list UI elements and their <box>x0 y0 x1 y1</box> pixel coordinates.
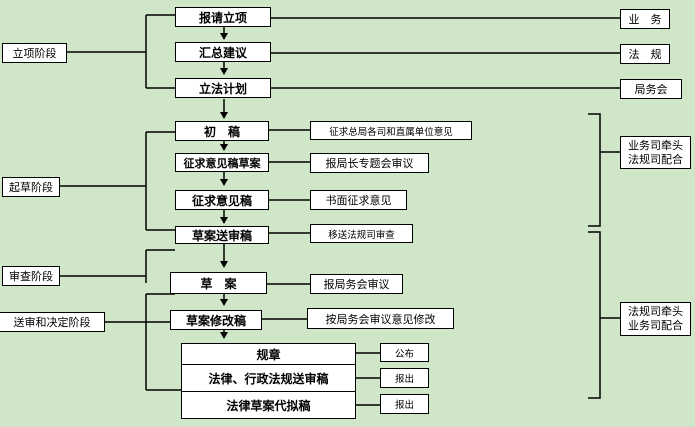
stage-project: 立项阶段 <box>2 43 67 63</box>
lead-legal-line-1: 法规司牵头 <box>628 305 683 318</box>
result-law-reg: 法律、行政法规送审稿 <box>181 365 356 392</box>
note-chief-meeting: 报局长专题会审议 <box>310 153 429 173</box>
note-written: 书面征求意见 <box>310 190 407 210</box>
lead-business-line-2: 法规司配合 <box>628 152 683 166</box>
note-report-1: 报出 <box>380 368 429 388</box>
step-consult: 征求意见稿 <box>175 190 269 210</box>
step-first-draft: 初 稿 <box>175 121 269 141</box>
side-bureau: 局务会 <box>620 79 682 99</box>
lead-legal: 法规司牵头 业务司配合 <box>620 302 691 336</box>
side-business: 业 务 <box>620 9 670 29</box>
step-summary: 汇总建议 <box>175 42 271 62</box>
lead-business-line-1: 业务司牵头 <box>628 138 683 152</box>
step-revised: 草案修改稿 <box>170 310 262 330</box>
note-solicit-all: 征求总局各司和直属单位意见 <box>310 121 472 140</box>
step-consult-draft: 征求意见稿草案 <box>175 153 269 172</box>
stage-draft: 起草阶段 <box>2 177 60 197</box>
step-draft: 草 案 <box>170 272 267 294</box>
note-bureau-review: 报局务会审议 <box>310 274 403 294</box>
result-law-proxy: 法律草案代拟稿 <box>181 392 356 419</box>
side-legal: 法 规 <box>620 44 670 64</box>
lead-legal-line-2: 业务司配合 <box>628 319 683 332</box>
stage-submit: 送审和决定阶段 <box>0 312 105 332</box>
step-apply: 报请立项 <box>175 7 271 27</box>
note-report-2: 报出 <box>380 394 429 414</box>
lead-business: 业务司牵头 法规司配合 <box>620 136 691 169</box>
note-modify: 按局务会审议意见修改 <box>307 308 454 329</box>
step-plan: 立法计划 <box>175 78 271 98</box>
note-transfer: 移送法规司审查 <box>310 224 413 243</box>
result-rule: 规章 <box>181 343 356 365</box>
step-review-draft: 草案送审稿 <box>175 226 269 244</box>
note-publish: 公布 <box>380 343 429 362</box>
stage-review: 审查阶段 <box>2 266 60 286</box>
